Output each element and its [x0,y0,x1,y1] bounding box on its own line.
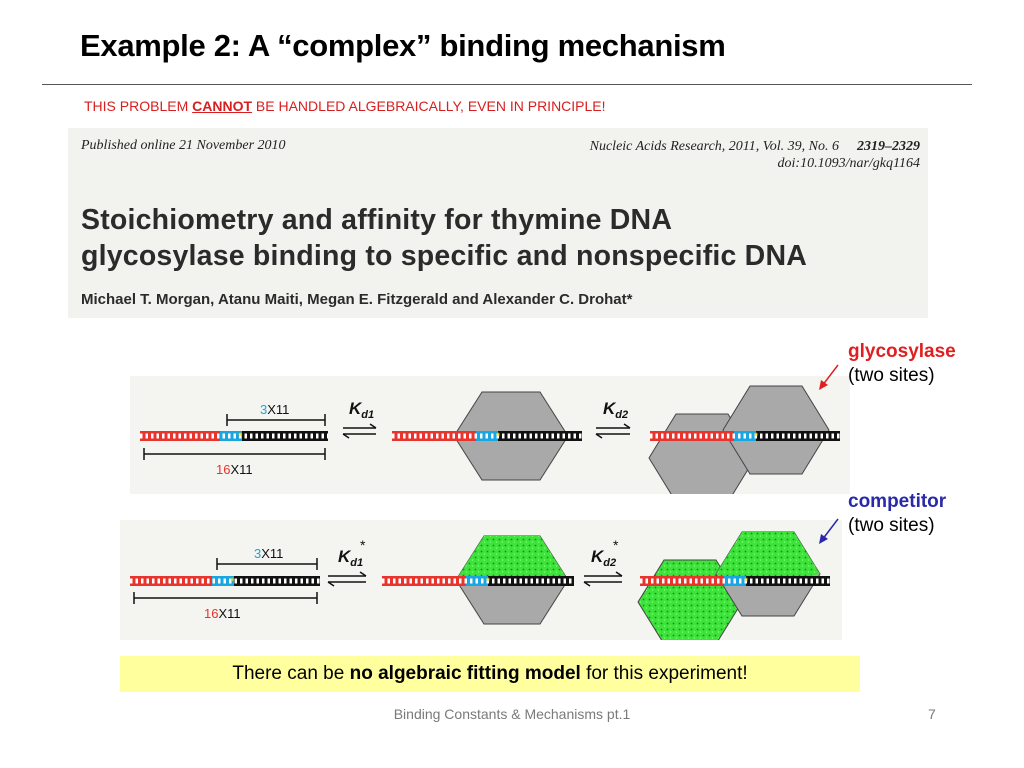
long-length-number-competitor: 16 [204,606,218,621]
competitor-name: competitor [848,491,947,512]
short-length-number: 3 [260,402,267,417]
kd2-star-subscript: d2 [603,557,616,569]
free-dna-competitor: * [130,576,320,588]
svg-text:Kd2: Kd2 [603,399,628,421]
notice-emphasis: CANNOT [192,98,253,114]
slide-title: Example 2: A “complex” binding mechanism [80,28,726,63]
paper-header-image: Published online 21 November 2010 Nuclei… [68,128,928,318]
long-dna-bracket: 16X11 [143,448,326,477]
kd2-subscript: d2 [615,409,628,421]
paper-title-line2: glycosylase binding to specific and nons… [81,240,808,272]
two-protein-complex: * [648,385,840,494]
glycosylase-name: glycosylase [848,341,956,362]
notice-before: THIS PROBLEM [84,98,193,114]
competitor-label: competitor (two sites) [848,490,946,538]
kd1-subscript: d1 [361,409,374,421]
one-protein-complex: * [392,391,582,481]
glycosylase-sites: (two sites) [848,365,935,386]
kd1-star-subscript: d1 [350,557,363,569]
conclusion-callout: There can be no algebraic fitting model … [120,656,860,692]
kd1-symbol: K [349,399,363,418]
slide-page-number: 7 [928,706,936,722]
svg-text:16X11: 16X11 [204,606,241,621]
long-dna-bracket-competitor: 16X11 [133,592,318,621]
competitor-mechanism-panel: * 3X11 16X11 Kd1 * [120,520,842,640]
two-competitor-complex: * [637,531,830,640]
competitor-mechanism-diagram: * 3X11 16X11 Kd1 * [130,531,830,640]
paper-authors: Michael T. Morgan, Atanu Maiti, Megan E.… [81,291,633,308]
slide-footer: Binding Constants & Mechanisms pt.1 [393,706,631,722]
kd2-star-equilibrium: Kd2 * [583,537,623,587]
svg-text:Kd2: Kd2 [591,547,616,569]
title-divider [42,84,972,85]
kd2-symbol: K [603,399,617,418]
competitor-sites: (two sites) [848,515,935,536]
kd2-star-symbol: K [591,547,605,566]
paper-title-line1: Stoichiometry and affinity for thymine D… [81,204,673,236]
callout-emphasis: no algebraic fitting model [349,663,581,684]
callout-after: for this experiment! [580,663,748,684]
kd1-star-mark: * [360,537,366,553]
free-dna: * [140,431,328,443]
svg-text:Kd1: Kd1 [349,399,374,421]
glycosylase-pointer-arrow [819,364,839,390]
kd2-equilibrium: Kd2 [595,399,631,439]
svg-text:*: * [744,576,749,588]
short-dna-bracket: 3X11 [226,402,326,426]
svg-text:Kd1: Kd1 [338,547,363,569]
svg-text:*: * [230,576,235,588]
kd1-equilibrium: Kd1 [342,399,377,439]
svg-text:*: * [486,576,491,588]
paper-title: Stoichiometry and affinity for thymine D… [81,202,807,274]
short-dna-bracket-competitor: 3X11 [216,546,318,570]
svg-text:*: * [496,431,501,443]
paper-journal-info: Nucleic Acids Research, 2011, Vol. 39, N… [590,138,920,172]
svg-text:3X11: 3X11 [254,546,283,561]
one-competitor-complex: * [382,535,574,625]
svg-text:16X11: 16X11 [216,462,253,477]
kd1-star-equilibrium: Kd1 * [327,537,367,587]
short-length-suffix-competitor: X11 [261,546,283,561]
svg-text:*: * [238,431,243,443]
glycosylase-mechanism-diagram: * 3X11 16X11 Kd1 [140,385,840,494]
long-length-number: 16 [216,462,230,477]
short-length-suffix: X11 [267,402,289,417]
kd2-star-mark: * [613,537,619,553]
svg-text:*: * [754,431,759,443]
notice-after: BE HANDLED ALGEBRAICALLY, EVEN IN PRINCI… [252,98,606,114]
long-length-suffix-competitor: X11 [218,606,240,621]
short-length-number-competitor: 3 [254,546,261,561]
paper-published-date: Published online 21 November 2010 [81,138,286,153]
paper-pages: 2319–2329 [857,139,920,154]
long-length-suffix: X11 [230,462,252,477]
glycosylase-mechanism-panel: * 3X11 16X11 Kd1 [130,376,850,494]
notice-text: THIS PROBLEM CANNOT BE HANDLED ALGEBRAIC… [84,98,606,114]
svg-text:3X11: 3X11 [260,402,289,417]
glycosylase-label: glycosylase (two sites) [848,340,956,388]
kd1-star-symbol: K [338,547,352,566]
competitor-pointer-arrow [819,518,839,544]
paper-journal: Nucleic Acids Research, 2011, Vol. 39, N… [589,139,839,154]
paper-doi: doi:10.1093/nar/gkq1164 [777,156,920,171]
callout-before: There can be [232,663,350,684]
